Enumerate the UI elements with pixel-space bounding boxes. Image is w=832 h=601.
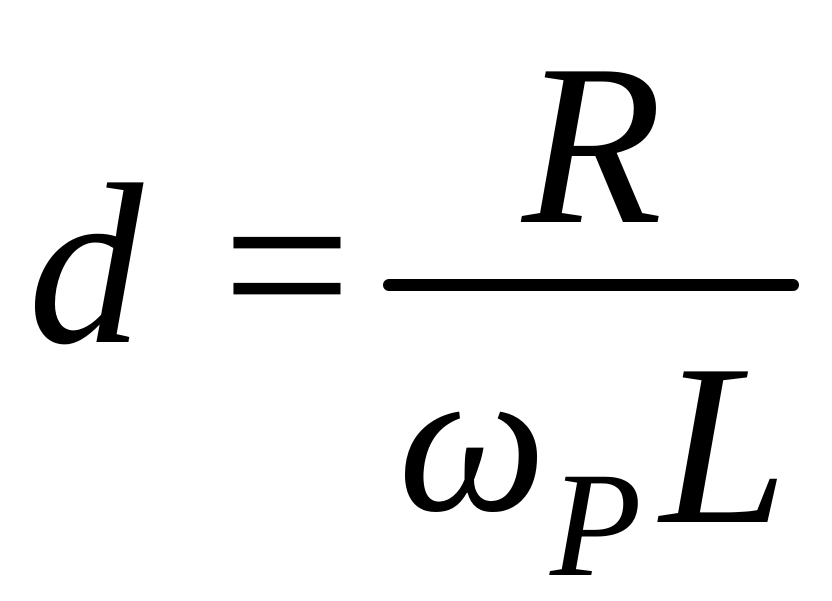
subscript-p: P bbox=[550, 442, 642, 601]
variable-l: L bbox=[660, 317, 788, 572]
variable-d: d bbox=[28, 137, 143, 392]
numerator-r: R bbox=[522, 17, 663, 272]
omega-symbol: ω bbox=[398, 324, 547, 556]
equals-sign: = bbox=[222, 137, 352, 392]
fraction-bar bbox=[383, 279, 799, 291]
